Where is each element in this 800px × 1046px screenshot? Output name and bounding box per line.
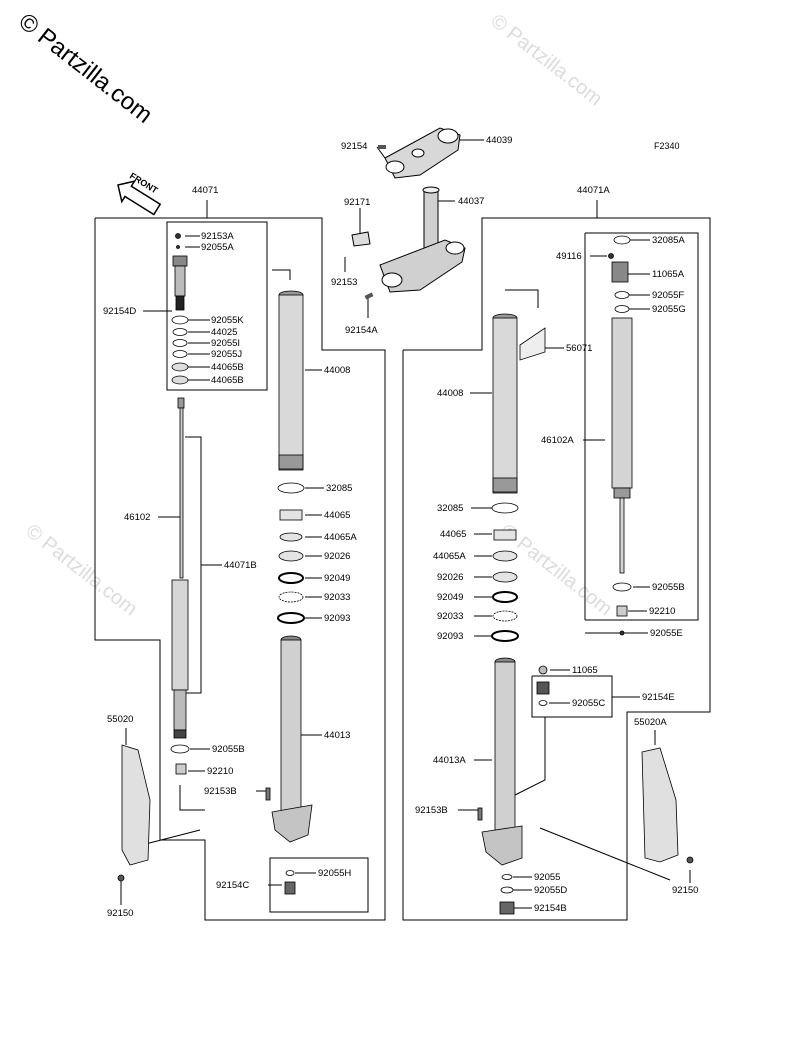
part-label-92093-left[interactable]: 92093 <box>324 613 351 624</box>
part-label-44071[interactable]: 44071 <box>192 185 219 196</box>
part-label-32085A[interactable]: 32085A <box>652 235 685 246</box>
part-label-92055J[interactable]: 92055J <box>211 349 243 360</box>
part-label-32085-left[interactable]: 32085 <box>326 483 353 494</box>
part-label-44065A-right[interactable]: 44065A <box>433 551 466 562</box>
part-label-92154E[interactable]: 92154E <box>642 692 675 703</box>
part-label-44065B-1[interactable]: 44065B <box>211 362 244 373</box>
part-label-92210-right[interactable]: 92210 <box>649 606 676 617</box>
left-fork-guard <box>117 744 151 882</box>
part-label-44071B[interactable]: 44071B <box>224 560 257 571</box>
right-cartridge <box>611 317 633 574</box>
upper-triple-clamp <box>384 127 461 179</box>
part-label-44037[interactable]: 44037 <box>458 196 485 207</box>
part-label-92055A[interactable]: 92055A <box>201 242 234 253</box>
part-label-92153B-right[interactable]: 92153B <box>415 805 448 816</box>
part-label-44065-left[interactable]: 44065 <box>324 510 351 521</box>
bolt-92154A <box>364 292 374 300</box>
right-inner-tube <box>477 657 523 866</box>
part-label-92154C[interactable]: 92154C <box>216 880 250 891</box>
part-label-55020[interactable]: 55020 <box>107 714 134 725</box>
part-label-92055K[interactable]: 92055K <box>211 315 244 326</box>
part-label-92055G[interactable]: 92055G <box>652 304 686 315</box>
left-inner-tube <box>271 635 313 843</box>
part-label-92150-left[interactable]: 92150 <box>107 908 134 919</box>
part-label-92093-right[interactable]: 92093 <box>437 631 464 642</box>
part-label-46102A[interactable]: 46102A <box>541 435 574 446</box>
part-label-92154B[interactable]: 92154B <box>534 903 567 914</box>
clip-92171 <box>351 231 371 247</box>
part-label-92049-left[interactable]: 92049 <box>324 573 351 584</box>
part-label-11065A[interactable]: 11065A <box>652 269 685 280</box>
part-label-92055D[interactable]: 92055D <box>534 885 568 896</box>
left-outer-tube <box>278 290 304 471</box>
part-label-92055F[interactable]: 92055F <box>652 290 685 301</box>
part-label-44071A[interactable]: 44071A <box>577 185 610 196</box>
part-label-92055B-right[interactable]: 92055B <box>652 582 685 593</box>
part-label-11065[interactable]: 11065 <box>572 665 598 676</box>
part-label-44008-left[interactable]: 44008 <box>324 365 351 376</box>
left-assembly-outline <box>94 217 386 921</box>
part-label-92026-left[interactable]: 92026 <box>324 551 351 562</box>
part-label-92055B-left[interactable]: 92055B <box>212 744 245 755</box>
part-label-92055C[interactable]: 92055C <box>572 698 606 709</box>
part-label-44039[interactable]: 44039 <box>486 135 513 146</box>
part-label-49116[interactable]: 49116 <box>556 251 582 262</box>
right-outer-tube <box>492 313 546 494</box>
front-arrow-icon <box>117 180 162 216</box>
part-label-92150-right[interactable]: 92150 <box>672 885 699 896</box>
part-label-56071[interactable]: 56071 <box>566 343 593 354</box>
part-label-44065A-left[interactable]: 44065A <box>324 532 357 543</box>
figure-code: F2340 <box>654 141 680 151</box>
part-label-92055I[interactable]: 92055I <box>211 338 241 349</box>
steering-stem <box>379 186 466 293</box>
bolt-92154 <box>378 145 386 149</box>
part-label-44013[interactable]: 44013 <box>324 730 351 741</box>
left-damper-rod <box>171 397 189 739</box>
part-label-92026-right[interactable]: 92026 <box>437 572 464 583</box>
part-label-92171[interactable]: 92171 <box>344 197 371 208</box>
part-label-92153B-left[interactable]: 92153B <box>204 786 237 797</box>
part-label-55020A[interactable]: 55020A <box>634 717 667 728</box>
part-label-44013A[interactable]: 44013A <box>433 755 466 766</box>
part-label-44008-right[interactable]: 44008 <box>437 388 464 399</box>
part-label-92154[interactable]: 92154 <box>341 141 368 152</box>
part-label-44065-right[interactable]: 44065 <box>440 529 467 540</box>
part-label-92049-right[interactable]: 92049 <box>437 592 464 603</box>
part-label-92033-right[interactable]: 92033 <box>437 611 464 622</box>
part-label-92153A[interactable]: 92153A <box>201 231 234 242</box>
part-label-92055[interactable]: 92055 <box>534 872 561 883</box>
part-label-32085-right[interactable]: 32085 <box>437 503 464 514</box>
part-label-92154A[interactable]: 92154A <box>345 325 378 336</box>
right-fork-guard <box>641 747 694 864</box>
part-label-44065B-2[interactable]: 44065B <box>211 375 244 386</box>
part-label-92153[interactable]: 92153 <box>331 277 358 288</box>
part-label-46102-left[interactable]: 46102 <box>124 512 151 523</box>
part-label-92055H[interactable]: 92055H <box>318 868 352 879</box>
part-label-44025[interactable]: 44025 <box>211 327 238 338</box>
part-label-92033-left[interactable]: 92033 <box>324 592 351 603</box>
part-label-92210-left[interactable]: 92210 <box>207 766 234 777</box>
part-label-92154D[interactable]: 92154D <box>103 306 137 317</box>
part-label-92055E[interactable]: 92055E <box>650 628 683 639</box>
right-assembly-outline <box>402 217 711 921</box>
